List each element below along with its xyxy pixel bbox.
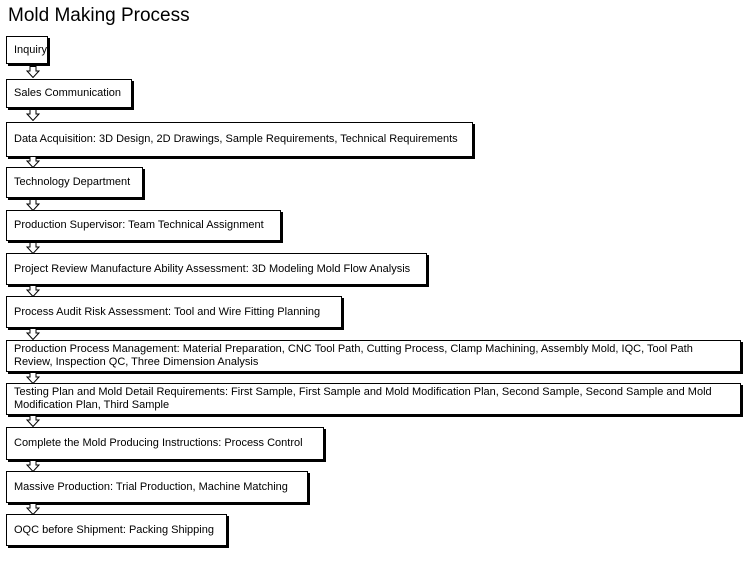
- step-project-review: Project Review Manufacture Ability Asses…: [6, 253, 427, 285]
- step-testing-plan: Testing Plan and Mold Detail Requirement…: [6, 383, 741, 415]
- step-process-audit: Process Audit Risk Assessment: Tool and …: [6, 296, 342, 328]
- step-label: Data Acquisition: 3D Design, 2D Drawings…: [14, 133, 458, 145]
- step-label: Complete the Mold Producing Instructions…: [14, 437, 303, 449]
- down-arrow-icon: [26, 109, 40, 121]
- step-label: Production Process Management: Material …: [14, 343, 693, 368]
- step-label: Inquiry: [14, 43, 48, 56]
- step-sales-communication: Sales Communication: [6, 79, 132, 108]
- step-label: Technology Department: [14, 176, 131, 188]
- down-arrow-icon: [26, 503, 40, 515]
- down-arrow-icon: [26, 460, 40, 472]
- down-arrow-icon: [26, 242, 40, 254]
- step-technology-department: Technology Department: [6, 167, 143, 198]
- down-arrow-icon: [26, 156, 40, 168]
- step-data-acquisition: Data Acquisition: 3D Design, 2D Drawings…: [6, 122, 473, 157]
- down-arrow-icon: [26, 328, 40, 340]
- step-label: Sales Communication: [14, 87, 121, 99]
- step-label: Production Supervisor: Team Technical As…: [14, 219, 264, 231]
- step-oqc-before-shipment: OQC before Shipment: Packing Shipping: [6, 514, 227, 546]
- step-massive-production: Massive Production: Trial Production, Ma…: [6, 471, 308, 503]
- down-arrow-icon: [26, 415, 40, 427]
- step-complete-mold-instructions: Complete the Mold Producing Instructions…: [6, 427, 324, 460]
- step-production-process-management: Production Process Management: Material …: [6, 340, 741, 372]
- step-label: Testing Plan and Mold Detail Requirement…: [14, 386, 712, 411]
- step-inquiry: Inquiry: [6, 36, 48, 64]
- step-label: Project Review Manufacture Ability Asses…: [14, 262, 411, 275]
- down-arrow-icon: [26, 199, 40, 211]
- step-label: Massive Production: Trial Production, Ma…: [14, 480, 288, 493]
- step-production-supervisor: Production Supervisor: Team Technical As…: [6, 210, 281, 241]
- step-label: OQC before Shipment: Packing Shipping: [14, 523, 214, 536]
- down-arrow-icon: [26, 372, 40, 384]
- step-label: Process Audit Risk Assessment: Tool and …: [14, 305, 321, 318]
- diagram-title: Mold Making Process: [8, 5, 190, 26]
- down-arrow-icon: [26, 66, 40, 78]
- down-arrow-icon: [26, 285, 40, 297]
